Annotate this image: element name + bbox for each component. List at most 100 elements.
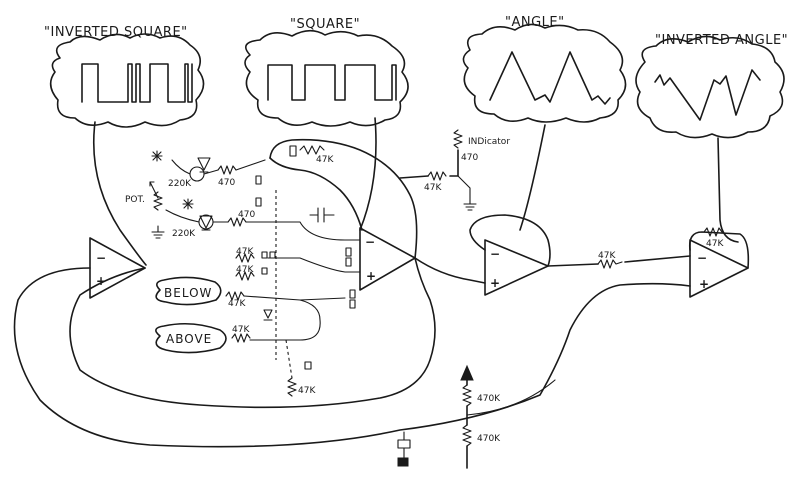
- supply-arrow-icon: [460, 364, 474, 381]
- pot-resistor: [153, 191, 163, 211]
- opamp-angle: [484, 239, 549, 296]
- wire-inner-loop: [69, 257, 436, 409]
- opamp-left-minus: −: [96, 251, 106, 265]
- cloud-square: [244, 29, 409, 127]
- wire-comparator: [243, 295, 346, 341]
- resistor-indicator-47k: [427, 171, 447, 181]
- wire-inv-input: [624, 255, 691, 263]
- switch-g-icon: [345, 247, 352, 257]
- resistor-inv-47k: [703, 227, 723, 237]
- switch-i-icon: [349, 289, 356, 299]
- label-r-470-indicator: 470: [461, 153, 478, 163]
- wire-vertical-dash-b: [285, 339, 293, 379]
- resistor-470-a: [217, 165, 237, 175]
- wire-center-to-angle: [414, 257, 486, 284]
- label-r-470k-bottom: 470K: [477, 434, 501, 444]
- waveform-inverted-square: [81, 63, 193, 103]
- title-inverted-angle: "INVERTED ANGLE": [655, 33, 788, 48]
- wire-square-tail: [359, 117, 377, 231]
- opamp-inverted-angle-plus: +: [699, 277, 709, 291]
- wire-outer-loop: [13, 267, 691, 448]
- label-r-47k-angle: 47K: [598, 251, 616, 261]
- ground-indicator-icon: [463, 197, 477, 211]
- label-r-47k-bottom: 47K: [298, 386, 316, 396]
- switch-l-icon: [397, 439, 411, 449]
- switch-a-icon: [289, 145, 297, 157]
- label-r-47k-inv: 47K: [706, 239, 724, 249]
- opamp-inverted-angle-minus: −: [697, 251, 707, 265]
- resistor-47k-a: [235, 253, 255, 263]
- switch-e-icon: [269, 251, 276, 259]
- title-inverted-square: "INVERTED SQUARE": [44, 25, 188, 40]
- label-r-220k-b: 220K: [172, 229, 196, 239]
- sun-icon: [182, 198, 194, 210]
- wire-angle-to-inv: [547, 263, 599, 267]
- lamp-a-icon: [189, 166, 205, 182]
- label-r-470k-top: 470K: [477, 394, 501, 404]
- battery-icon: [397, 457, 409, 467]
- switch-j-icon: [349, 299, 356, 309]
- waveform-inverted-angle: [654, 69, 761, 121]
- label-above: ABOVE: [166, 332, 212, 346]
- photocell-a-icon: [197, 157, 211, 173]
- label-r-470-a: 470: [218, 178, 235, 188]
- opamp-inverted-angle: [689, 239, 749, 298]
- label-r-47k-below: 47K: [228, 299, 246, 309]
- pot-arrow-icon: [149, 181, 159, 199]
- wire-inverted-square-tail: [92, 121, 147, 266]
- opamp-center-minus: −: [365, 235, 375, 249]
- switch-f-icon: [261, 267, 268, 275]
- photocell-b-icon: [199, 215, 213, 231]
- waveform-square: [267, 64, 397, 101]
- cloud-angle: [462, 23, 627, 123]
- label-r-47k-indicator: 47K: [424, 183, 442, 193]
- resistor-indicator-470: [453, 129, 463, 149]
- label-r-220k-a: 220K: [168, 179, 192, 189]
- cloud-inverted-square: [49, 33, 205, 128]
- label-r-47k-b: 47K: [236, 265, 254, 275]
- wire-feedback-center: [269, 157, 363, 231]
- opamp-left-plus: +: [96, 274, 106, 288]
- star-icon: [151, 150, 163, 162]
- wire-inv-feedback: [688, 231, 750, 269]
- label-r-47k-above: 47K: [232, 325, 250, 335]
- wire-center-top: [269, 138, 418, 259]
- label-r-470-b: 470: [238, 210, 255, 220]
- switch-h-icon: [345, 257, 352, 267]
- resistor-470-b: [227, 217, 247, 227]
- switch-c-icon: [255, 197, 262, 207]
- opamp-center-plus: +: [366, 269, 376, 283]
- resistor-top: [299, 145, 325, 155]
- resistor-angle-47k: [597, 259, 623, 269]
- wire-angle-feedback: [469, 214, 551, 267]
- resistor-47k-b: [235, 271, 255, 281]
- switch-k-icon: [304, 361, 312, 370]
- wire-divider-tap: [466, 379, 556, 416]
- resistor-470k-bottom: [462, 424, 472, 447]
- title-angle: "ANGLE": [505, 15, 565, 30]
- wire-sensors: [165, 159, 269, 223]
- capacitor-icon: [309, 207, 335, 223]
- resistor-bottom: [287, 377, 297, 397]
- resistor-below: [225, 291, 245, 301]
- opamp-angle-minus: −: [490, 247, 500, 261]
- label-below: BELOW: [164, 286, 212, 300]
- switch-d-icon: [261, 251, 268, 259]
- switch-b-icon: [255, 175, 262, 185]
- wire-center-input: [267, 221, 361, 273]
- opamp-left: [89, 237, 146, 299]
- resistor-above: [231, 333, 251, 343]
- ground-symbol-icon: [151, 225, 165, 239]
- bubble-above: [155, 322, 227, 354]
- label-pot: POT.: [125, 195, 145, 205]
- label-indicator: INDicator: [468, 137, 510, 147]
- label-r-47k-a: 47K: [236, 247, 254, 257]
- diode-icon: [263, 309, 273, 321]
- wire-indicator-led: [457, 175, 471, 199]
- cloud-inverted-angle: [635, 35, 785, 139]
- bubble-below: [155, 276, 222, 306]
- label-r-47k-top: 47K: [316, 155, 334, 165]
- wire-angle-tail: [519, 124, 546, 231]
- opamp-angle-plus: +: [490, 276, 500, 290]
